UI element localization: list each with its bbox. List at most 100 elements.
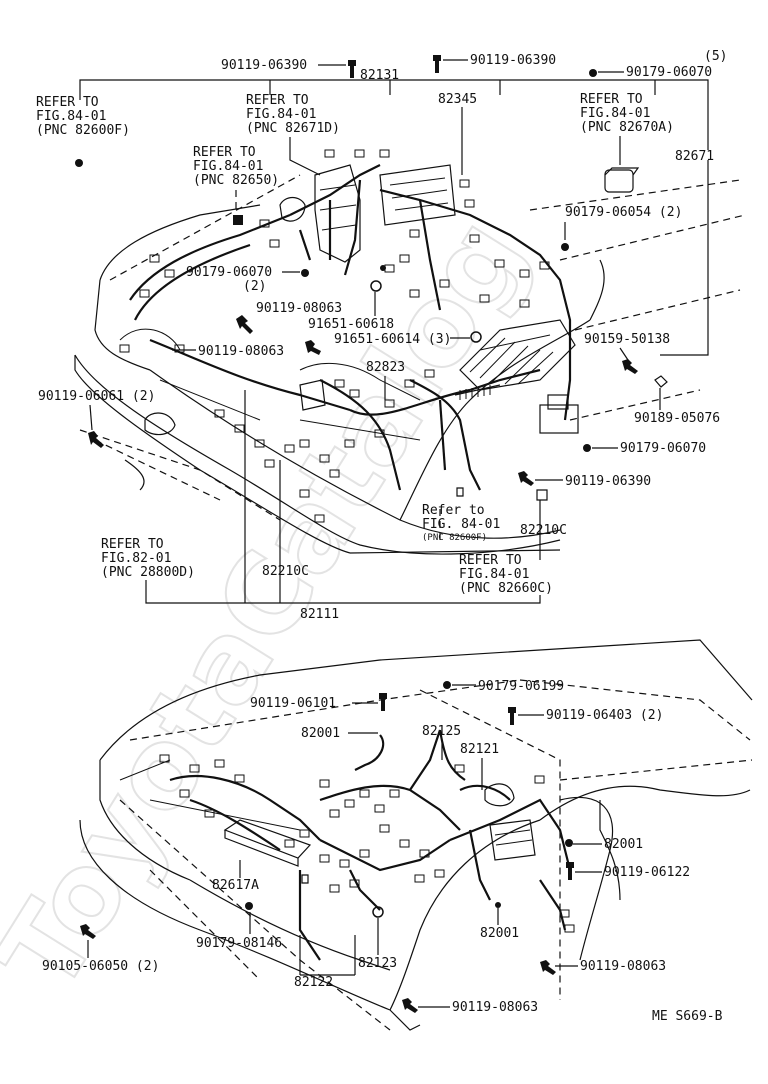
bolt-icon bbox=[566, 862, 574, 880]
part-number-82671: 82671 bbox=[675, 149, 714, 164]
clip-icon bbox=[561, 243, 569, 251]
part-number-82001: 82001 bbox=[480, 926, 519, 941]
part-number-90179-06199: 90179-06199 bbox=[478, 679, 564, 694]
clip-icon bbox=[565, 839, 573, 847]
connector-icon bbox=[301, 874, 309, 884]
refer-note-82600f-small: Refer to FIG. 84-01 (PNC 82600F) bbox=[422, 503, 500, 543]
part-number-82111: 82111 bbox=[300, 607, 339, 622]
screw-icon bbox=[622, 359, 638, 374]
svg-text:REFER TO: REFER TO bbox=[459, 553, 522, 568]
clip-icon bbox=[301, 269, 309, 277]
svg-text:REFER TO: REFER TO bbox=[246, 93, 309, 108]
quantity-label: (2) bbox=[243, 279, 266, 294]
part-number-90179-06070: 90179-06070 bbox=[626, 65, 712, 80]
svg-text:REFER TO: REFER TO bbox=[36, 95, 99, 110]
part-number-90179-06070: 90179-06070 bbox=[620, 441, 706, 456]
svg-text:FIG.84-01: FIG.84-01 bbox=[459, 567, 529, 582]
clip-icon bbox=[583, 444, 591, 452]
screw-icon bbox=[518, 471, 534, 486]
part-number-82210c: 82210C bbox=[520, 523, 567, 538]
part-number-82125: 82125 bbox=[422, 724, 461, 739]
grommet-icon bbox=[470, 331, 482, 343]
refer-note-82670a: REFER TO FIG.84-01 (PNC 82670A) bbox=[580, 92, 674, 165]
svg-text:(PNC 28800D): (PNC 28800D) bbox=[101, 565, 195, 580]
svg-text:Refer to: Refer to bbox=[422, 503, 485, 518]
part-number-91651-60618: 91651-60618 bbox=[308, 317, 394, 332]
part-number-90119-06403: 90119-06403 (2) bbox=[546, 708, 663, 723]
part-number-90159-50138: 90159-50138 bbox=[584, 332, 670, 347]
svg-text:FIG.84-01: FIG.84-01 bbox=[193, 159, 263, 174]
svg-text:(PNC 82650): (PNC 82650) bbox=[193, 173, 279, 188]
svg-text:FIG.82-01: FIG.82-01 bbox=[101, 551, 171, 566]
clip-icon bbox=[75, 159, 83, 167]
svg-text:(PNC 82660C): (PNC 82660C) bbox=[459, 581, 553, 596]
part-number-82345: 82345 bbox=[438, 92, 477, 107]
refer-note-82600f: REFER TO FIG.84-01 (PNC 82600F) bbox=[36, 95, 130, 138]
svg-text:REFER TO: REFER TO bbox=[101, 537, 164, 552]
svg-text:FIG.84-01: FIG.84-01 bbox=[36, 109, 106, 124]
part-number-82617a: 82617A bbox=[212, 878, 259, 893]
bottom-assembly-drawing bbox=[79, 639, 753, 1031]
part-number-90119-06061: 90119-06061 (2) bbox=[38, 389, 155, 404]
refer-note-28800d: REFER TO FIG.82-01 (PNC 28800D) bbox=[101, 537, 195, 580]
screw-icon bbox=[305, 340, 321, 355]
top-hardware bbox=[75, 55, 668, 501]
grommet-icon bbox=[370, 280, 382, 292]
part-number-82001: 82001 bbox=[604, 837, 643, 852]
grommet-icon bbox=[372, 906, 384, 918]
top-assembly-drawing bbox=[74, 79, 746, 604]
part-number-90179-06054: 90179-06054 (2) bbox=[565, 205, 682, 220]
screw-icon bbox=[88, 431, 104, 448]
bottom-labels: 90119-06101 90179-06199 90119-06403 (2) … bbox=[42, 679, 723, 1024]
part-number-82823: 82823 bbox=[366, 360, 405, 375]
part-number-90179-06070: 90179-06070 bbox=[186, 265, 272, 280]
bolt-icon bbox=[348, 60, 356, 78]
clip-icon bbox=[380, 265, 386, 271]
refer-note-82671d: REFER TO FIG.84-01 (PNC 82671D) bbox=[246, 93, 340, 176]
clip-icon bbox=[245, 902, 253, 910]
part-number-82001: 82001 bbox=[301, 726, 340, 741]
refer-note-82660c: REFER TO FIG.84-01 (PNC 82660C) bbox=[459, 553, 553, 596]
part-number-90189-05076: 90189-05076 bbox=[634, 411, 720, 426]
bolt-icon bbox=[379, 693, 387, 711]
part-number-90119-06390: 90119-06390 bbox=[221, 58, 307, 73]
part-number-90119-06390: 90119-06390 bbox=[565, 474, 651, 489]
svg-text:FIG.84-01: FIG.84-01 bbox=[246, 107, 316, 122]
part-number-90119-08063: 90119-08063 bbox=[198, 344, 284, 359]
top-connectors bbox=[119, 149, 550, 523]
bolt-icon bbox=[508, 707, 516, 725]
part-number-90119-06122: 90119-06122 bbox=[604, 865, 690, 880]
clip-icon bbox=[443, 681, 451, 689]
connector-icon bbox=[456, 487, 464, 497]
svg-text:(PNC 82671D): (PNC 82671D) bbox=[246, 121, 340, 136]
part-number-90179-08146: 90179-08146 bbox=[196, 936, 282, 951]
clip-icon bbox=[589, 69, 597, 77]
connector-icon bbox=[536, 489, 548, 501]
part-number-82210c: 82210C bbox=[262, 564, 309, 579]
svg-text:(PNC 82600F): (PNC 82600F) bbox=[36, 123, 130, 138]
refer-note-82650: REFER TO FIG.84-01 (PNC 82650) bbox=[193, 145, 279, 212]
svg-text:FIG. 84-01: FIG. 84-01 bbox=[422, 517, 500, 532]
svg-text:REFER TO: REFER TO bbox=[193, 145, 256, 160]
clip-icon bbox=[495, 902, 501, 908]
part-number-90119-06101: 90119-06101 bbox=[250, 696, 336, 711]
bottom-hardware bbox=[80, 681, 574, 1013]
screw-icon bbox=[80, 924, 96, 939]
part-number-90105-06050: 90105-06050 (2) bbox=[42, 959, 159, 974]
screw-icon bbox=[402, 998, 418, 1013]
part-number-90119-06390: 90119-06390 bbox=[470, 53, 556, 68]
svg-text:FIG.84-01: FIG.84-01 bbox=[580, 106, 650, 121]
screw-icon bbox=[540, 960, 556, 975]
svg-text:REFER TO: REFER TO bbox=[580, 92, 643, 107]
watermark-text: ToyotaCatalog bbox=[0, 196, 550, 1013]
part-number-82123: 82123 bbox=[358, 956, 397, 971]
quantity-label: (5) bbox=[704, 49, 727, 64]
bottom-connectors bbox=[159, 754, 575, 933]
part-number-90119-08063: 90119-08063 bbox=[452, 1000, 538, 1015]
connector-icon bbox=[233, 215, 243, 225]
svg-text:(PNC 82600F): (PNC 82600F) bbox=[422, 533, 487, 543]
top-labels: 90119-06390 82131 90119-06390 (5) 90179-… bbox=[36, 49, 727, 622]
part-number-82131: 82131 bbox=[360, 68, 399, 83]
